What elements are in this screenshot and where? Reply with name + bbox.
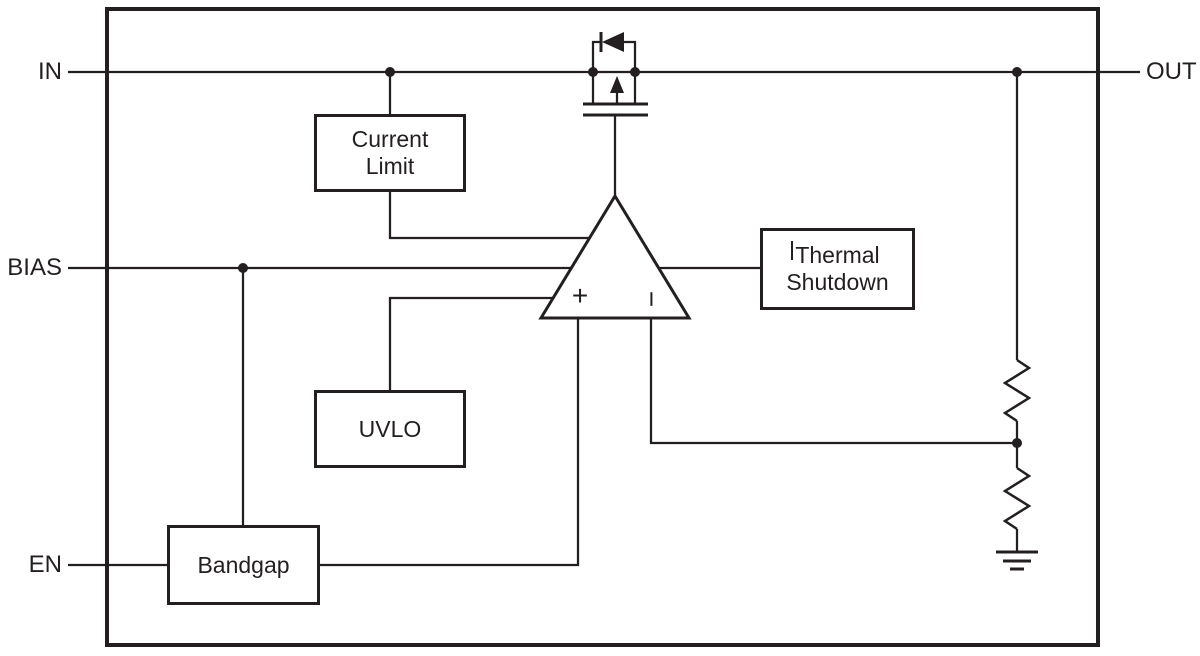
ground-icon (996, 550, 1038, 571)
junction-dot (1012, 67, 1022, 77)
thermal-shutdown-label-line2: Shutdown (786, 269, 889, 295)
feedback-resistor-top (1002, 358, 1032, 423)
junction-dots (238, 67, 1022, 448)
junction-dot (1012, 438, 1022, 448)
diode-icon (591, 32, 637, 72)
thermal-shutdown-block: Thermal Shutdown (760, 228, 915, 310)
uvlo-to-amp-wire (388, 296, 556, 391)
fet-source-arrowhead (610, 76, 624, 93)
junction-dot (385, 67, 395, 77)
junction-dot (630, 67, 640, 77)
error-amplifier (538, 193, 692, 320)
current-limit-label-line2: Limit (365, 153, 415, 179)
amp-minus-feedback-wire (649, 318, 1017, 445)
bandgap-to-amp-plus-wire (319, 318, 580, 567)
diode-left-lead (591, 40, 600, 72)
pin-label-in: IN (38, 58, 62, 85)
junction-dot (238, 263, 248, 273)
scan-artifact-mark (791, 241, 793, 260)
pmos-transistor-icon (583, 72, 648, 197)
pin-label-out: OUT (1146, 58, 1197, 85)
current-limit-label-line1: Current (351, 126, 429, 152)
pin-label-en: EN (28, 551, 62, 578)
uvlo-block: UVLO (314, 390, 466, 468)
amp-minus-label: − (636, 290, 667, 308)
junction-dot (588, 67, 598, 77)
pin-label-bias: BIAS (7, 254, 62, 281)
bandgap-label: Bandgap (197, 551, 290, 578)
current-limit-to-amp-wire (388, 191, 591, 240)
diode-anode-triangle (602, 32, 624, 52)
diode-right-lead (624, 40, 637, 72)
bandgap-block: Bandgap (167, 525, 320, 605)
feedback-resistor-bottom (1002, 466, 1032, 531)
amp-plus-label: + (571, 280, 589, 311)
current-limit-block: Current Limit (314, 114, 466, 192)
uvlo-label: UVLO (358, 415, 422, 442)
thermal-shutdown-label-line1: Thermal (795, 242, 880, 268)
chip-outline (105, 7, 1100, 647)
